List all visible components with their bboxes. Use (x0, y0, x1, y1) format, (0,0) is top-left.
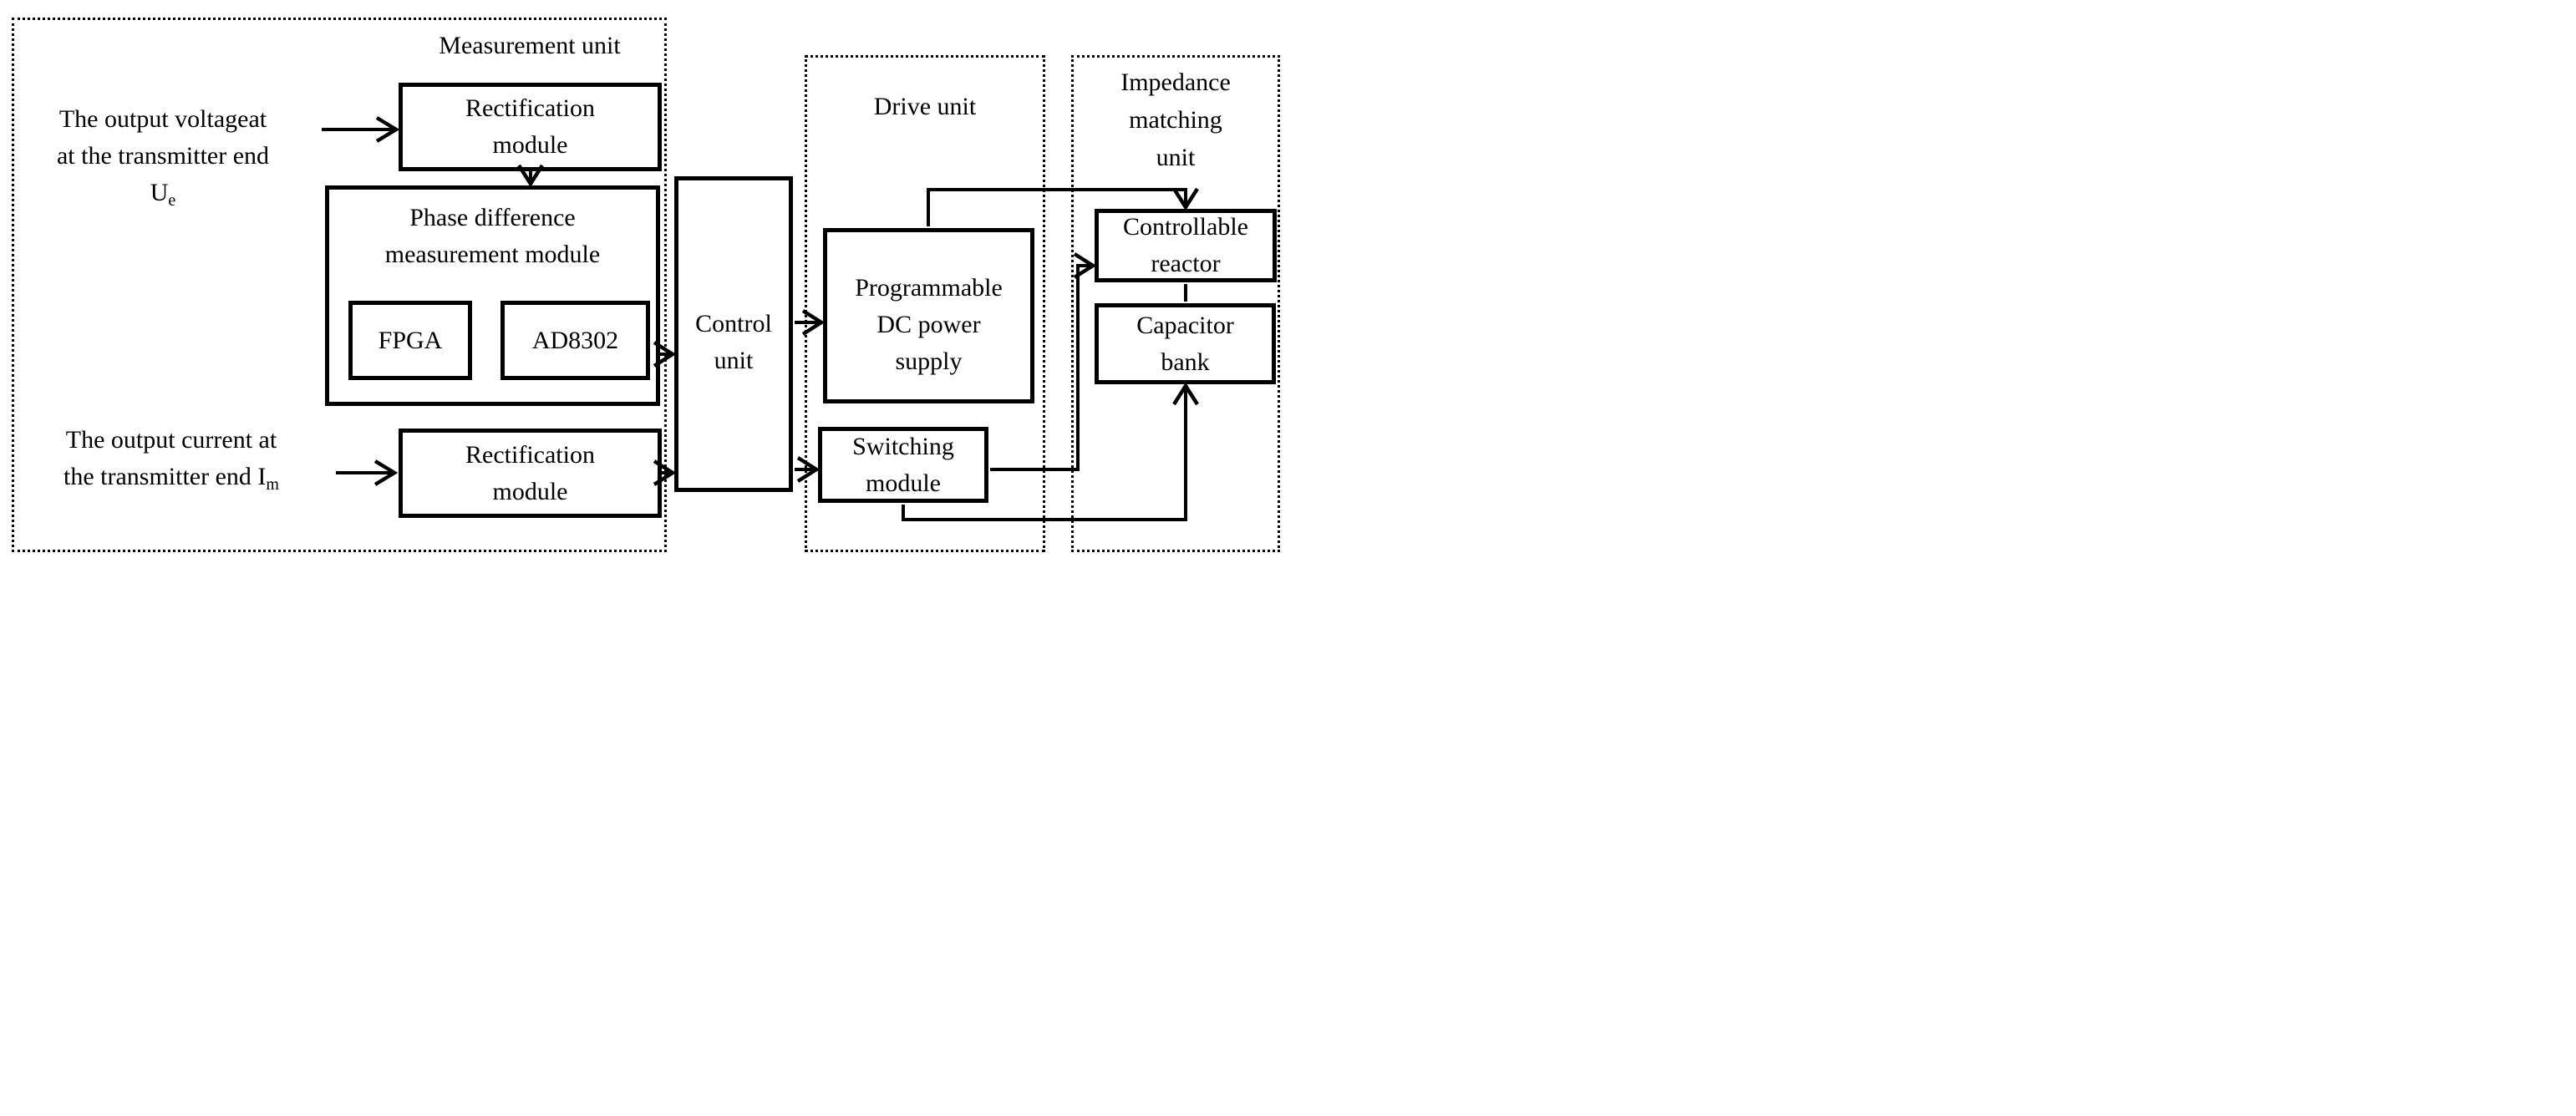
phase-line2: measurement module (384, 241, 601, 268)
rect-top-line1: Rectification (465, 94, 595, 122)
input-voltage-symbol: Ue (150, 179, 176, 210)
input-current-line1: The output current at (65, 426, 277, 454)
switching-module-box: Switching module (818, 427, 988, 503)
control-line2: unit (714, 347, 754, 374)
rect-top-line2: module (492, 131, 568, 159)
power-line2: DC power (876, 311, 981, 338)
drive-unit-label: Drive unit (873, 93, 977, 120)
impedance-matching-unit-label: Impedance matching unit (1073, 63, 1278, 176)
input-voltage-text: The output voltageat at the transmitter … (8, 101, 318, 219)
input-voltage-line2: at the transmitter end (56, 142, 270, 170)
fpga-label: FPGA (378, 326, 443, 354)
measurement-unit-label: Measurement unit (439, 32, 621, 59)
rect-bottom-line2: module (492, 477, 568, 505)
rectification-module-top-box: Rectification module (399, 83, 662, 171)
control-unit-box: Control unit (674, 176, 793, 492)
input-voltage-line1: The output voltageat (58, 105, 267, 133)
impedance-label-line2: matching (1129, 106, 1222, 134)
capacitor-bank-box: Capacitor bank (1095, 303, 1276, 384)
impedance-label-line3: unit (1156, 144, 1196, 171)
programmable-dc-power-supply-box: Programmable DC power supply (823, 228, 1034, 403)
input-current-text: The output current at the transmitter en… (8, 422, 334, 503)
current-subscript: m (266, 475, 279, 494)
power-line1: Programmable (855, 274, 1003, 302)
capacitor-line1: Capacitor (1136, 311, 1234, 339)
reactor-line1: Controllable (1123, 213, 1248, 241)
phase-line1: Phase difference (409, 204, 576, 231)
power-line3: supply (895, 347, 963, 375)
phase-difference-module-box: Phase difference measurement module (325, 185, 660, 406)
switching-line1: Switching (852, 432, 954, 460)
impedance-label-line1: Impedance (1120, 68, 1231, 96)
voltage-subscript: e (168, 191, 176, 210)
measurement-unit-group (12, 18, 667, 552)
reactor-line2: reactor (1151, 250, 1221, 277)
rect-bottom-line1: Rectification (465, 440, 595, 469)
controllable-reactor-box: Controllable reactor (1095, 209, 1277, 282)
switching-line2: module (866, 469, 941, 497)
control-line1: Control (695, 310, 772, 337)
fpga-box: FPGA (348, 301, 472, 380)
input-current-line2: the transmitter end Im (64, 463, 279, 494)
ad8302-label: AD8302 (531, 326, 619, 354)
rectification-module-bottom-box: Rectification module (399, 429, 662, 518)
capacitor-line2: bank (1161, 347, 1210, 376)
block-diagram-figure: Measurement unit Drive unit Impedance ma… (0, 0, 1288, 558)
ad8302-box: AD8302 (500, 301, 650, 380)
